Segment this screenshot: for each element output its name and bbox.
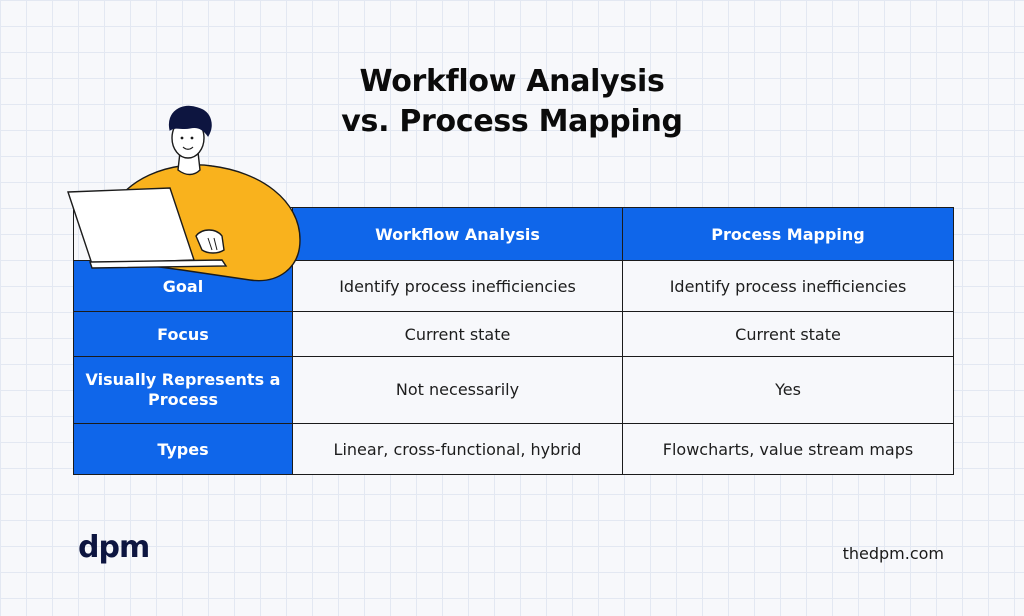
title-line-1: Workflow Analysis bbox=[359, 64, 665, 99]
table-row: Focus Current state Current state bbox=[73, 311, 954, 357]
table-cell: Current state bbox=[292, 311, 623, 357]
table-row: Types Linear, cross-functional, hybrid F… bbox=[73, 423, 954, 475]
website-url: thedpm.com bbox=[842, 544, 944, 563]
table-row: Visually Represents a Process Not necess… bbox=[73, 356, 954, 424]
table-cell: Flowcharts, value stream maps bbox=[622, 423, 954, 475]
table-cell: Identify process inefficiencies bbox=[622, 260, 954, 312]
table-cell: Not necessarily bbox=[292, 356, 623, 424]
row-header-visually-represents: Visually Represents a Process bbox=[73, 356, 293, 424]
dpm-logo: dpm bbox=[78, 530, 150, 565]
table-cell: Linear, cross-functional, hybrid bbox=[292, 423, 623, 475]
table-cell: Yes bbox=[622, 356, 954, 424]
comparison-table: Workflow Analysis Process Mapping Goal I… bbox=[73, 207, 954, 475]
table-cell: Current state bbox=[622, 311, 954, 357]
row-header-types: Types bbox=[73, 423, 293, 475]
column-header-process-mapping: Process Mapping bbox=[622, 207, 954, 261]
person-with-laptop-icon bbox=[67, 105, 301, 282]
page-title: Workflow Analysis vs. Process Mapping bbox=[0, 62, 1024, 142]
title-line-2: vs. Process Mapping bbox=[341, 104, 683, 139]
column-header-workflow-analysis: Workflow Analysis bbox=[292, 207, 623, 261]
row-header-focus: Focus bbox=[73, 311, 293, 357]
table-cell: Identify process inefficiencies bbox=[292, 260, 623, 312]
